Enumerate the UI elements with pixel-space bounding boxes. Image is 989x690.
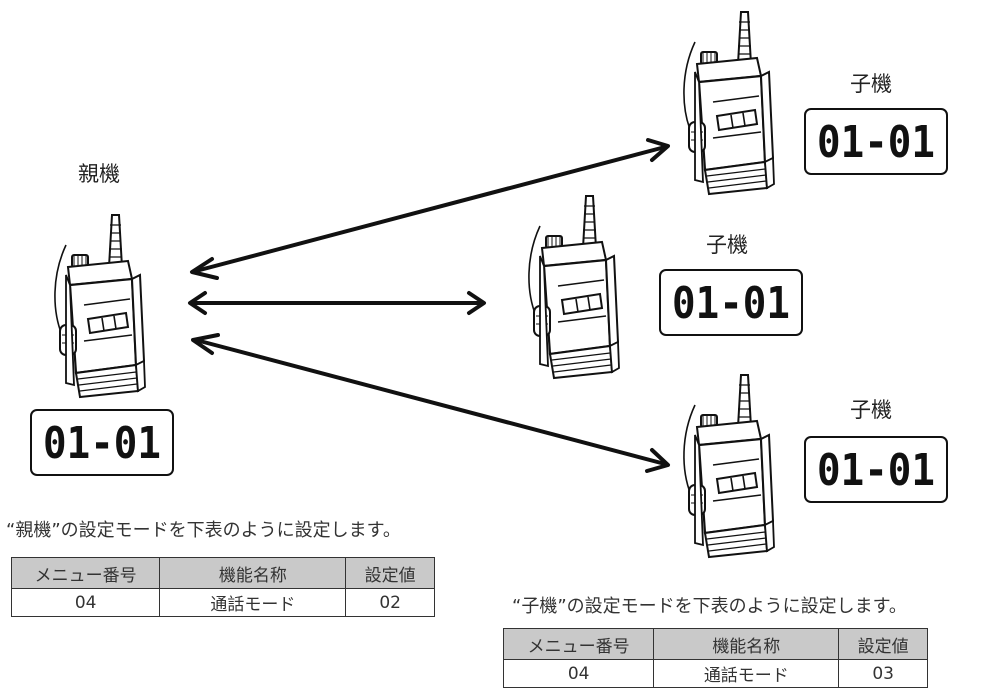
table-header-row: メニュー番号 機能名称 設定値: [10, 557, 435, 589]
child-lcd-bottom: 01-01: [804, 436, 948, 503]
child-radio-icon-bottom: [682, 373, 776, 559]
header-menu-number: メニュー番号: [502, 628, 655, 660]
arrow-parent-to-middle-child: [188, 291, 486, 315]
table-row: 04 通話モード 03: [502, 659, 928, 688]
header-function-name: 機能名称: [653, 628, 840, 660]
arrow-parent-to-bottom-child: [191, 333, 670, 473]
child-title-bottom: 子機: [850, 398, 892, 422]
child-settings-table: メニュー番号 機能名称 設定値 04 通話モード 03: [502, 628, 928, 688]
child-lcd-bottom-text: 01-01: [817, 445, 935, 496]
parent-lcd: 01-01: [30, 409, 174, 476]
arrow-parent-to-top-child: [190, 138, 670, 280]
parent-title: 親機: [78, 162, 120, 186]
child-title-middle: 子機: [706, 233, 748, 257]
cell-menu-number: 04: [502, 659, 655, 688]
header-setting-value: 設定値: [838, 628, 928, 660]
parent-radio-icon: [53, 213, 147, 399]
header-menu-number: メニュー番号: [10, 557, 161, 589]
header-function-name: 機能名称: [159, 557, 347, 589]
table-row: 04 通話モード 02: [10, 588, 435, 617]
child-radio-icon-middle: [527, 194, 621, 380]
child-radio-icon-top: [682, 10, 776, 196]
child-lcd-top: 01-01: [804, 108, 948, 175]
parent-lcd-text: 01-01: [43, 418, 161, 469]
cell-setting-value: 03: [838, 659, 928, 688]
child-settings-caption: “子機”の設定モードを下表のように設定します。: [512, 596, 907, 617]
cell-setting-value: 02: [345, 588, 435, 617]
header-setting-value: 設定値: [345, 557, 435, 589]
child-lcd-middle-text: 01-01: [672, 278, 790, 329]
parent-settings-caption: “親機”の設定モードを下表のように設定します。: [6, 520, 401, 541]
child-lcd-middle: 01-01: [659, 269, 803, 336]
cell-function-name: 通話モード: [159, 588, 347, 617]
parent-settings-table: メニュー番号 機能名称 設定値 04 通話モード 02: [10, 557, 435, 617]
child-title-top: 子機: [850, 72, 892, 96]
child-lcd-top-text: 01-01: [817, 117, 935, 168]
cell-menu-number: 04: [10, 588, 161, 617]
cell-function-name: 通話モード: [653, 659, 840, 688]
table-header-row: メニュー番号 機能名称 設定値: [502, 628, 928, 660]
